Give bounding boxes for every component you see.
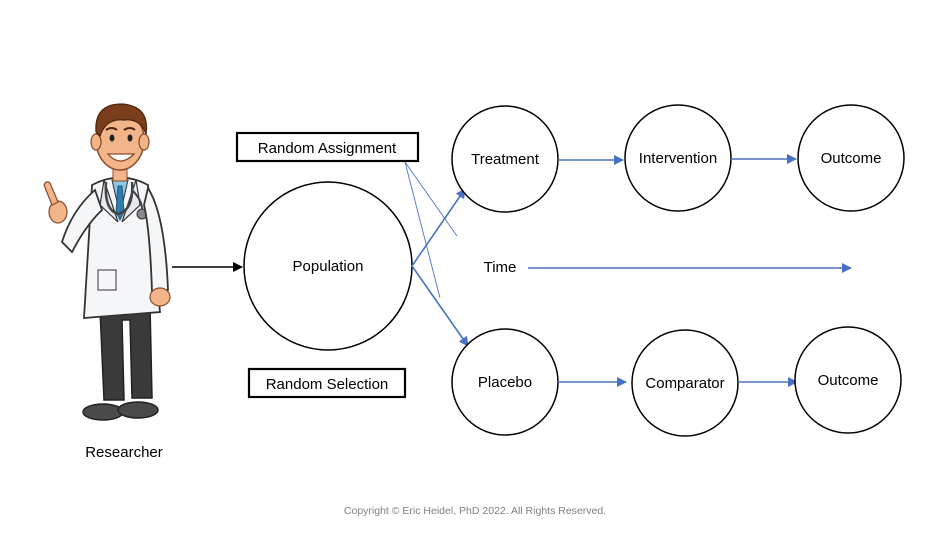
assignment-connector-line xyxy=(404,161,441,299)
intervention-label: Intervention xyxy=(639,150,717,167)
intervention-node xyxy=(624,104,732,212)
treatment-outcome-label: Outcome xyxy=(821,150,882,167)
copyright-text: Copyright © Eric Heidel, PhD 2022. All R… xyxy=(344,505,606,517)
random-assignment-box xyxy=(235,131,420,163)
random-assignment-label: Random Assignment xyxy=(258,140,397,157)
control-outcome-label: Outcome xyxy=(818,372,879,389)
random-selection-box xyxy=(247,367,407,399)
researcher-label: Researcher xyxy=(85,444,163,461)
control-outcome-node xyxy=(794,326,902,434)
comparator-node xyxy=(631,329,739,437)
population-to-placebo-arrow xyxy=(411,265,469,347)
population-label: Population xyxy=(293,258,364,275)
assignment-connector-line xyxy=(404,161,458,237)
time-label: Time xyxy=(484,259,517,276)
doctor-figure-icon xyxy=(43,103,171,421)
random-selection-label: Random Selection xyxy=(266,376,389,393)
placebo-label: Placebo xyxy=(478,374,532,391)
treatment-outcome-node xyxy=(797,104,905,212)
comparator-label: Comparator xyxy=(645,375,724,392)
treatment-label: Treatment xyxy=(471,151,540,168)
population-to-treatment-arrow xyxy=(411,188,466,267)
treatment-node xyxy=(451,105,559,213)
